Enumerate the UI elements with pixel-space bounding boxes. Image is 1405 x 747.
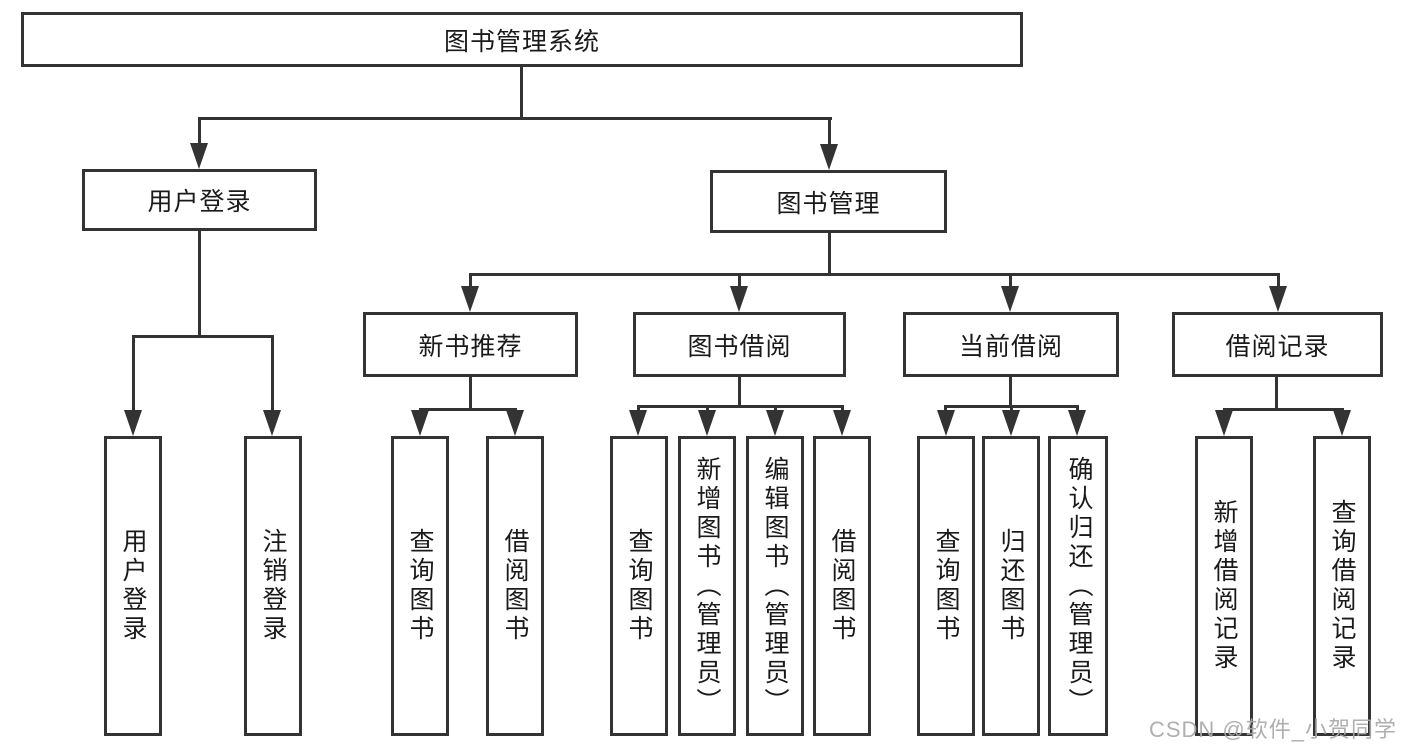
leaf-user-login: 用户登录 (104, 436, 162, 736)
arrow-down-icon (937, 410, 955, 436)
node-root-library-system: 图书管理系统 (21, 12, 1023, 67)
arrow-down-icon (1068, 410, 1086, 436)
node-borrowing-records: 借阅记录 (1172, 312, 1383, 377)
node-book-management: 图书管理 (710, 170, 947, 233)
leaf-query-books-1: 查询图书 (391, 436, 449, 736)
arrow-down-icon (833, 410, 851, 436)
leaf-borrow-books-2: 借阅图书 (813, 436, 871, 736)
leaf-add-borrow-record: 新增借阅记录 (1195, 436, 1253, 736)
connector-root-rail (198, 117, 832, 120)
arrow-down-icon (820, 144, 838, 170)
connector-book-mgmt-stem (828, 233, 831, 273)
connector-drop-leaf-user-login (132, 335, 135, 412)
connector-drop-book-management (828, 117, 831, 146)
connector-drop-user-login (198, 117, 201, 145)
connector-user-login-rail (132, 335, 274, 338)
connector-drop-current-borrowing (1009, 273, 1012, 288)
arrow-down-icon (411, 410, 429, 436)
connector-drop (706, 405, 709, 414)
connector-drop (637, 405, 640, 414)
connector-borrow-records-rail (1223, 408, 1344, 411)
arrow-down-icon (1002, 410, 1020, 436)
node-book-borrowing: 图书借阅 (633, 312, 846, 377)
arrow-down-icon (766, 410, 784, 436)
arrow-down-icon (506, 410, 524, 436)
leaf-query-books-2: 查询图书 (610, 436, 668, 736)
arrow-down-icon (1333, 410, 1351, 436)
connector-drop (944, 405, 947, 414)
connector-drop-borrowing-records (1277, 273, 1280, 288)
connector-drop (774, 405, 777, 414)
leaf-edit-books-admin: 编辑图书（管理员） (746, 436, 804, 736)
leaf-confirm-return-admin: 确认归还（管理员） (1048, 436, 1108, 736)
connector-drop-book-borrowing (738, 273, 741, 288)
leaf-query-books-3: 查询图书 (917, 436, 975, 736)
arrow-down-icon (1215, 410, 1233, 436)
arrow-down-icon (190, 143, 208, 169)
connector-drop (1076, 405, 1079, 414)
leaf-add-books-admin: 新增图书（管理员） (678, 436, 736, 736)
connector-new-book-rail (419, 408, 517, 411)
connector-new-book-stem (469, 377, 472, 408)
arrow-down-icon (629, 410, 647, 436)
leaf-borrow-books-1: 借阅图书 (486, 436, 544, 736)
arrow-down-icon (1269, 286, 1287, 312)
arrow-down-icon (124, 410, 142, 436)
leaf-logout: 注销登录 (244, 436, 302, 736)
arrow-down-icon (698, 410, 716, 436)
connector-drop (1010, 405, 1013, 414)
arrow-down-icon (461, 286, 479, 312)
arrow-down-icon (1001, 286, 1019, 312)
arrow-down-icon (263, 410, 281, 436)
connector-book-mgmt-rail (469, 273, 1280, 276)
connector-book-borrow-rail (637, 405, 844, 408)
arrow-down-icon (730, 286, 748, 312)
connector-drop (841, 405, 844, 414)
connector-book-borrow-stem (738, 377, 741, 405)
node-user-login: 用户登录 (82, 169, 317, 231)
node-new-book-recommend: 新书推荐 (363, 312, 578, 377)
leaf-query-borrow-record: 查询借阅记录 (1313, 436, 1371, 736)
csdn-watermark: CSDN @软件_小贺同学 (1148, 717, 1397, 742)
connector-root-stem (520, 67, 523, 117)
connector-user-login-stem (198, 231, 201, 335)
connector-current-borrow-stem (1009, 377, 1012, 405)
connector-drop-leaf-logout (271, 335, 274, 412)
connector-drop-new-book-recommend (469, 273, 472, 288)
leaf-return-books: 归还图书 (982, 436, 1040, 736)
node-current-borrowing: 当前借阅 (903, 312, 1119, 377)
connector-borrow-records-stem (1275, 377, 1278, 408)
